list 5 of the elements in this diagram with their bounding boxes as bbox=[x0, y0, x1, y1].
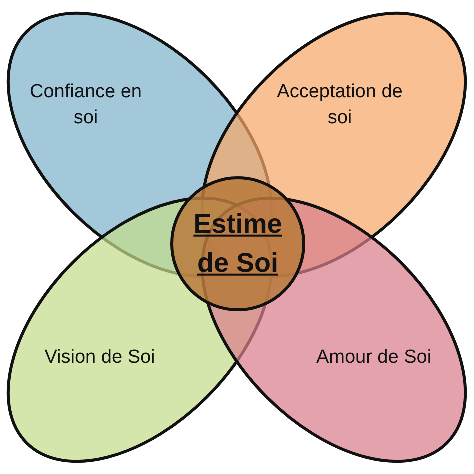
venn-label: Estime de Soi bbox=[192, 208, 284, 280]
venn-label: Amour de Soi bbox=[315, 346, 433, 370]
venn-label: Vision de Soi bbox=[44, 346, 156, 370]
venn-label: Confiance en soi bbox=[29, 80, 143, 130]
venn-label: Acceptation de soi bbox=[276, 80, 404, 130]
